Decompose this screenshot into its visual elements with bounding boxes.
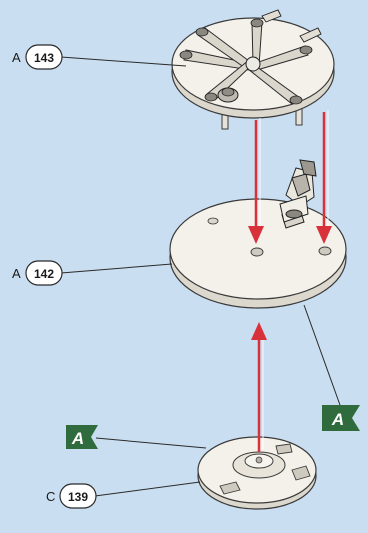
flag-a-left: A bbox=[66, 425, 98, 449]
callout-number: 142 bbox=[34, 267, 54, 281]
flag-label: A bbox=[331, 410, 344, 429]
callout-letter: A bbox=[12, 50, 21, 65]
callout-number: 143 bbox=[34, 51, 54, 65]
flag-a-right: A bbox=[322, 405, 360, 431]
part-142-disc bbox=[169, 198, 347, 309]
callout-139: C 139 bbox=[46, 483, 97, 509]
assembly-arrows bbox=[248, 110, 332, 452]
callout-letter: A bbox=[12, 266, 21, 281]
arrow-down-left bbox=[248, 118, 264, 244]
callout-142: A 142 bbox=[12, 260, 63, 286]
leader-lines bbox=[60, 56, 341, 497]
part-139-base bbox=[197, 436, 317, 510]
flag-label: A bbox=[71, 429, 84, 448]
callout-letter: C bbox=[46, 489, 55, 504]
part-143-plate bbox=[171, 9, 335, 130]
callout-143: A 143 bbox=[12, 44, 63, 70]
arrow-down-right bbox=[316, 110, 332, 244]
clamp-mechanism bbox=[279, 159, 317, 229]
arrow-up bbox=[251, 322, 267, 452]
callout-number: 139 bbox=[68, 490, 88, 504]
